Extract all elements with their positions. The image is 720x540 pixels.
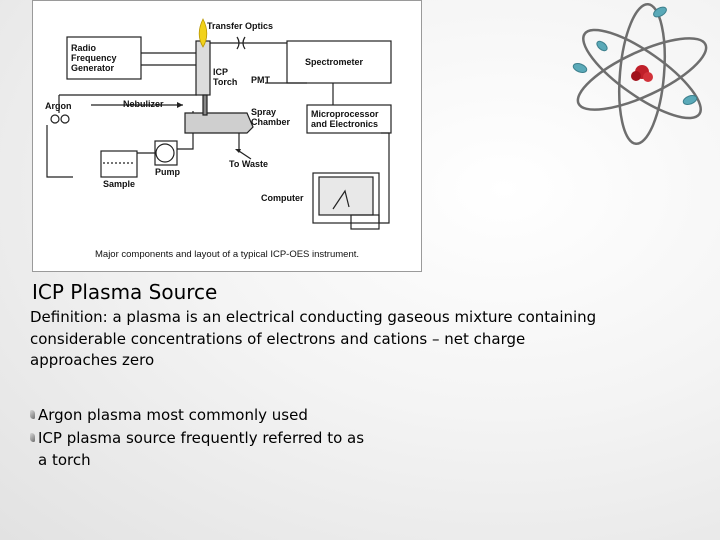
label-spectrometer: Spectrometer [305,57,364,67]
slide-title: ICP Plasma Source [32,280,218,304]
label-transfer-optics: Transfer Optics [207,21,274,31]
label-nebulizer: Nebulizer [123,99,164,109]
diagram-lines [46,18,392,230]
spectrometer-box [286,40,392,84]
atom-icon [572,2,708,146]
plasma-flame [198,18,208,48]
rf-generator-box [66,36,142,80]
bullet-list: Argon plasma most commonly used ICP plas… [30,404,370,472]
definition-text: Definition: a plasma is an electrical co… [30,308,597,369]
label-pmt: PMT [251,75,270,85]
label-computer: Computer [261,193,304,203]
label-rf-generator: Radio Frequency Generator [71,43,117,73]
label-microprocessor: Microprocessor and Electronics [311,109,379,129]
microprocessor-box [306,104,392,134]
bullet-item: ICP plasma source frequently referred to… [30,427,370,472]
label-pump: Pump [155,167,181,177]
label-to-waste: To Waste [229,159,269,169]
bullet-icon [30,410,35,419]
label-argon: Argon [45,101,72,111]
label-spray-chamber: Spray Chamber [251,107,291,127]
bullet-icon [30,432,35,442]
icp-oes-diagram: Transfer Optics Radio Frequency Generato… [32,0,422,272]
label-icp-torch: ICP Torch [213,67,238,87]
figure-caption: Major components and layout of a typical… [95,249,360,260]
bullet-item: Argon plasma most commonly used [30,404,370,427]
label-sample: Sample [103,179,136,189]
